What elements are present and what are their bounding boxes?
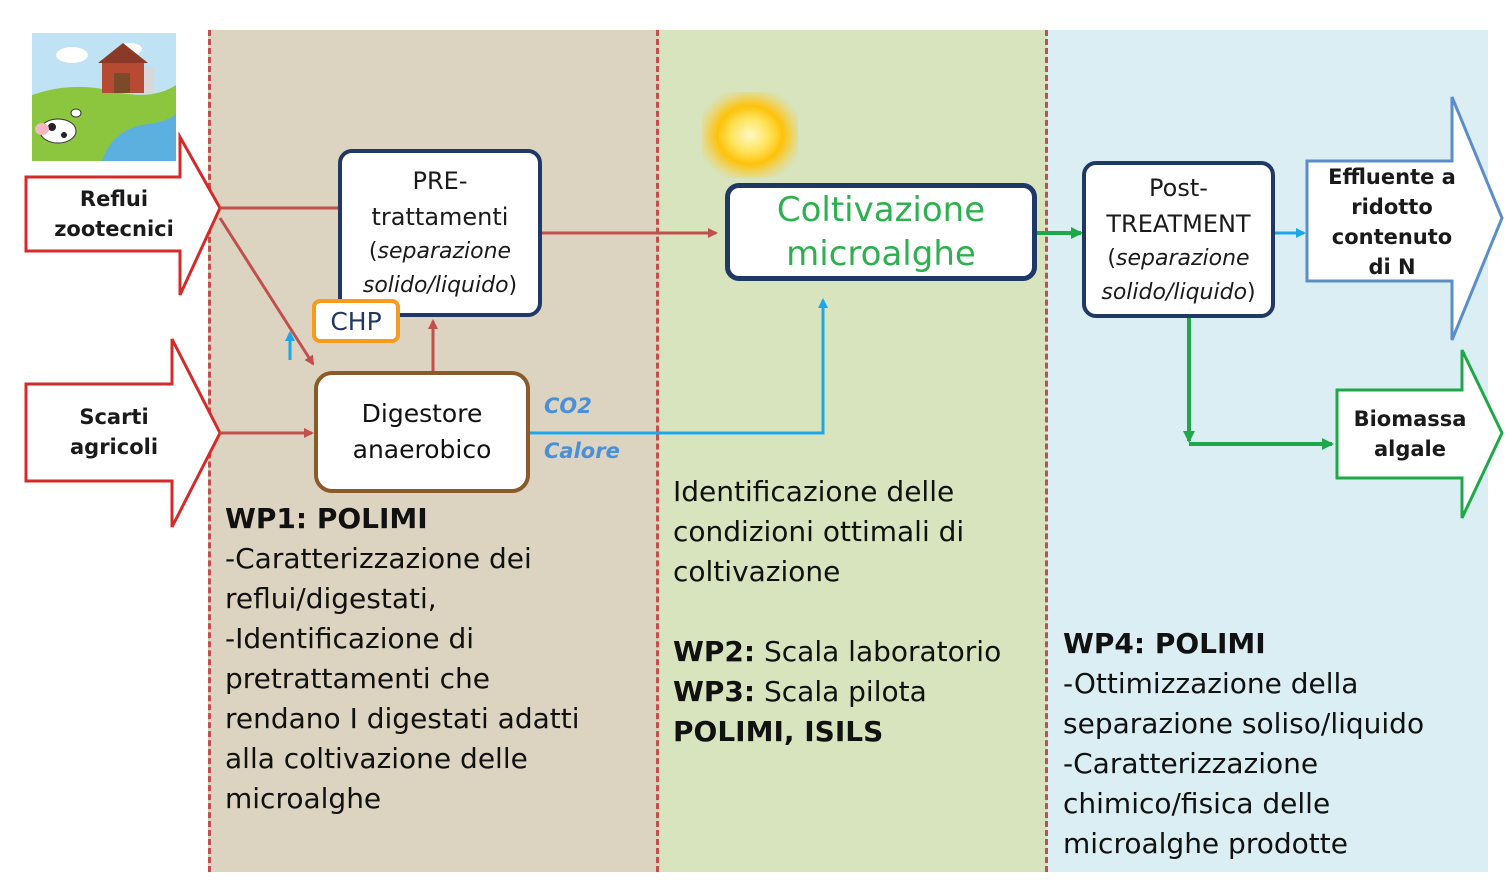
post-treatment-subtitle: (separazione solido/liquido)	[1101, 245, 1256, 305]
wp23-partners: POLIMI, ISILS	[673, 715, 884, 748]
reflui-input-arrow	[24, 131, 222, 296]
pretrattamenti-title: PRE- trattamenti	[371, 167, 509, 231]
wp3-label: WP3:	[673, 675, 756, 708]
digestore-label: Digestore anaerobico	[352, 399, 492, 464]
reflui-to-digestore-flow	[218, 217, 315, 366]
wp23-intro: Identificazione delle condizioni ottimal…	[673, 475, 965, 588]
post-treatment-box: Post- TREATMENT (separazione solido/liqu…	[1082, 161, 1275, 318]
pretrattamenti-subtitle-text: separazione solido/liquido	[362, 239, 512, 298]
biomassa-label: Biomassa algale	[1353, 407, 1467, 461]
wp2-line: WP2: Scala laboratorio	[673, 632, 1043, 672]
co2-calore-flow	[530, 298, 828, 435]
wp2-text: Scala laboratorio	[755, 635, 1002, 668]
wp1-heading: WP1: POLIMI	[225, 502, 428, 535]
wp23-text: Identificazione delle condizioni ottimal…	[673, 472, 1043, 752]
wp2-label: WP2:	[673, 635, 756, 668]
wp3-line: WP3: Scala pilota	[673, 672, 1043, 712]
pretrattamenti-box: PRE- trattamenti (separazione solido/liq…	[338, 149, 542, 317]
scarti-label: Scarti agricoli	[69, 405, 159, 459]
effluente-output-arrow	[1305, 96, 1504, 341]
scarti-input-arrow	[24, 338, 222, 528]
wp3-text: Scala pilota	[755, 675, 927, 708]
coltivazione-label: Coltivazione microalghe	[776, 190, 986, 274]
co2-label: CO2	[544, 394, 592, 418]
wp1-body: -Caratterizzazione dei reflui/digestati,…	[225, 542, 580, 815]
chp-box: CHP	[312, 299, 400, 343]
post-treatment-subtitle-text: separazione solido/liquido	[1101, 245, 1250, 305]
farm-illustration	[32, 33, 176, 161]
calore-label: Calore	[544, 439, 620, 463]
wp4-heading: WP4: POLIMI	[1063, 627, 1266, 660]
chp-label: CHP	[330, 306, 382, 336]
reflui-label: Reflui zootecnici	[54, 187, 174, 241]
wp4-text: WP4: POLIMI -Ottimizzazione della separa…	[1063, 624, 1488, 864]
wp1-text: WP1: POLIMI -Caratterizzazione dei reflu…	[225, 499, 655, 819]
coltivazione-box: Coltivazione microalghe	[725, 183, 1037, 281]
sun-icon	[702, 92, 798, 178]
pretrattamenti-subtitle: (separazione solido/liquido)	[362, 239, 518, 298]
wp4-body: -Ottimizzazione della separazione soliso…	[1063, 667, 1425, 860]
post-treatment-title: Post- TREATMENT	[1106, 173, 1251, 238]
biomassa-output-arrow	[1335, 349, 1504, 519]
digestore-box: Digestore anaerobico	[314, 371, 530, 493]
effluente-label: Effluente a ridotto contenuto di N	[1328, 165, 1456, 279]
divider-line	[656, 30, 659, 872]
divider-line	[1045, 30, 1048, 872]
